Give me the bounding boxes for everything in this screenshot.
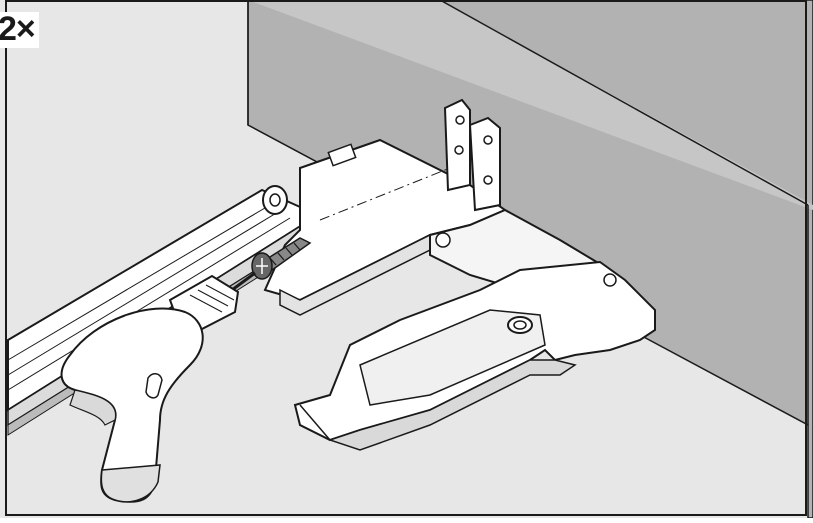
hook-arm bbox=[293, 260, 656, 451]
frame-border bbox=[5, 0, 807, 516]
drill-icon bbox=[60, 271, 256, 503]
quantity-callout: 2× bbox=[0, 12, 39, 48]
screw-icon bbox=[251, 237, 312, 280]
bracket-icon bbox=[262, 98, 613, 316]
